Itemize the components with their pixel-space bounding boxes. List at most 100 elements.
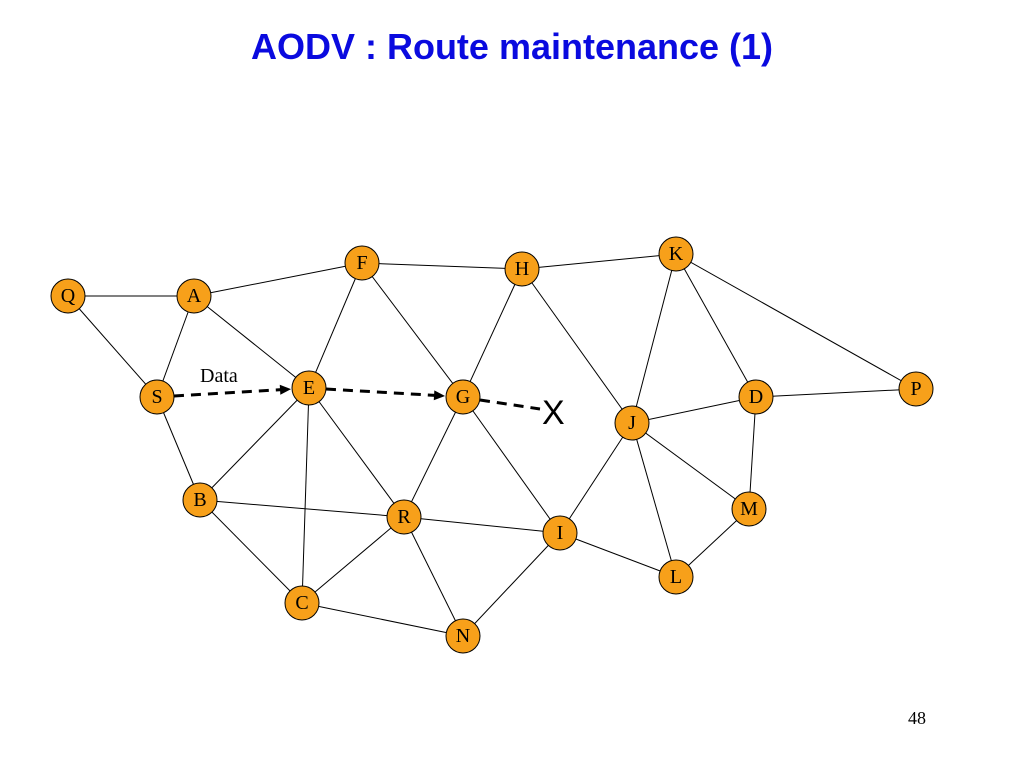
node-n: N: [445, 618, 481, 654]
edge-d-p: [755, 388, 917, 398]
node-label: F: [356, 252, 367, 274]
nodes-layer: Q A F H K S E G J D P B R I M C L N: [50, 236, 934, 654]
node-circle: [176, 278, 212, 314]
edge-j-d: [631, 396, 757, 424]
node-circle: [291, 370, 327, 406]
edge-g-i: [462, 396, 561, 534]
node-circle: [658, 236, 694, 272]
node-label: N: [456, 625, 470, 647]
node-label: K: [669, 243, 684, 265]
node-label: A: [187, 285, 202, 307]
data-path-layer: [173, 384, 541, 411]
node-label: E: [303, 377, 315, 399]
node-circle: [504, 251, 540, 287]
edge-d-m: [748, 396, 757, 510]
edge-e-b: [199, 387, 310, 501]
node-circle: [731, 491, 767, 527]
node-label: B: [193, 489, 206, 511]
node-d: D: [738, 379, 774, 415]
edge-k-p: [675, 253, 917, 390]
node-p: P: [898, 371, 934, 407]
edge-k-d: [675, 253, 757, 398]
node-label: S: [151, 386, 162, 408]
node-j: J: [614, 405, 650, 441]
edge-j-l: [631, 422, 677, 578]
node-circle: [614, 405, 650, 441]
edge-a-f: [193, 262, 363, 297]
edge-i-n: [462, 532, 561, 637]
node-r: R: [386, 499, 422, 535]
edge-b-c: [199, 499, 303, 604]
node-label: H: [515, 258, 529, 280]
edge-i-l: [559, 532, 677, 578]
edge-f-e: [308, 262, 363, 389]
link-break-marker: X: [542, 394, 565, 432]
node-l: L: [658, 559, 694, 595]
edge-g-r: [403, 396, 464, 518]
edge-q-s: [67, 295, 158, 398]
node-circle: [284, 585, 320, 621]
edge-h-g: [462, 268, 523, 398]
page-number: 48: [908, 708, 926, 728]
node-label: R: [397, 506, 411, 528]
node-b: B: [182, 482, 218, 518]
node-circle: [182, 482, 218, 518]
edge-r-n: [403, 516, 464, 637]
node-label: D: [749, 386, 763, 408]
broken-link-g: [479, 398, 541, 411]
node-k: K: [658, 236, 694, 272]
edge-e-c: [301, 387, 310, 604]
edge-f-g: [361, 262, 464, 398]
node-label: M: [740, 498, 758, 520]
edge-r-c: [301, 516, 405, 604]
node-m: M: [731, 491, 767, 527]
edge-a-s: [156, 295, 195, 398]
node-label: P: [910, 378, 921, 400]
node-q: Q: [50, 278, 86, 314]
node-a: A: [176, 278, 212, 314]
edge-a-e: [193, 295, 310, 389]
node-label: G: [456, 386, 470, 408]
edge-h-k: [521, 253, 677, 270]
data-label: Data: [200, 365, 238, 387]
node-circle: [344, 245, 380, 281]
node-s: S: [139, 379, 175, 415]
node-circle: [898, 371, 934, 407]
slide-title: AODV : Route maintenance (1): [250, 26, 774, 67]
node-c: C: [284, 585, 320, 621]
node-label: Q: [61, 285, 76, 307]
node-circle: [139, 379, 175, 415]
node-label: C: [295, 592, 308, 614]
edges-layer: [67, 253, 917, 637]
data-path-arrowhead: [433, 390, 446, 401]
edge-j-m: [631, 422, 750, 510]
edge-r-i: [403, 516, 561, 534]
node-h: H: [504, 251, 540, 287]
edge-e-r: [308, 387, 405, 518]
node-e: E: [291, 370, 327, 406]
node-circle: [542, 515, 578, 551]
edge-j-i: [559, 422, 633, 534]
edge-s-b: [156, 396, 201, 501]
edge-b-r: [199, 499, 405, 518]
edge-c-n: [301, 602, 464, 637]
node-circle: [738, 379, 774, 415]
node-circle: [50, 278, 86, 314]
data-path-s-e: [173, 388, 284, 398]
node-label: I: [557, 522, 564, 544]
node-circle: [445, 379, 481, 415]
node-f: F: [344, 245, 380, 281]
node-label: J: [628, 412, 636, 434]
node-g: G: [445, 379, 481, 415]
data-path-e-g: [325, 387, 438, 397]
data-path-arrowhead: [279, 384, 292, 395]
node-i: I: [542, 515, 578, 551]
edge-h-j: [521, 268, 633, 424]
node-circle: [658, 559, 694, 595]
node-label: L: [670, 566, 682, 588]
edge-f-h: [361, 262, 523, 270]
node-circle: [445, 618, 481, 654]
edge-k-j: [631, 253, 677, 424]
node-circle: [386, 499, 422, 535]
